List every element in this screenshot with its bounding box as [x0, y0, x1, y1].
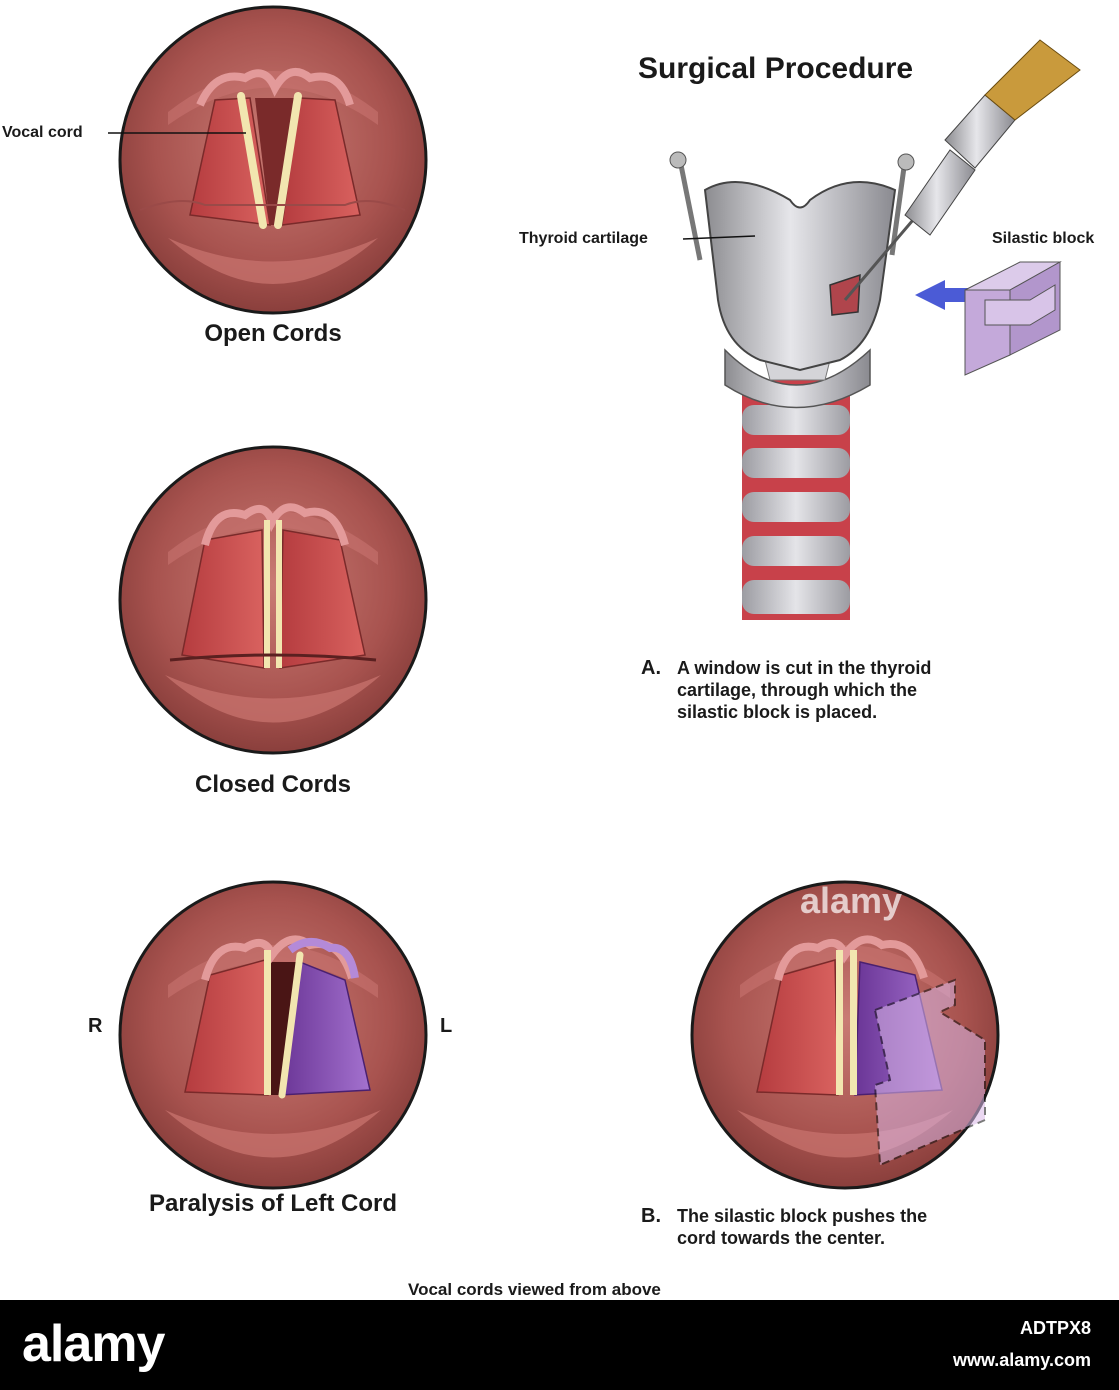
paralysis-diagram	[118, 880, 428, 1190]
note-a: A. A window is cut in the thyroid cartil…	[641, 657, 1001, 727]
surgical-drill	[843, 39, 1081, 301]
watermark-logo: alamy	[22, 1315, 165, 1373]
open-cords-caption: Open Cords	[204, 320, 342, 347]
watermark-overlay: alamy	[800, 880, 903, 921]
corrected-cords-diagram	[690, 880, 1000, 1190]
trachea	[742, 380, 850, 620]
silastic-block	[964, 261, 1062, 376]
watermark-url: www.alamy.com	[952, 1350, 1091, 1370]
larynx-diagram	[669, 39, 1081, 620]
left-side-label: L	[440, 1015, 453, 1037]
watermark-image-code: ADTPX8	[1019, 1318, 1091, 1338]
silastic-block-label: Silastic block	[992, 230, 1095, 247]
footer-caption: Vocal cords viewed from above	[408, 1280, 661, 1299]
procedure-title: Surgical Procedure	[638, 52, 914, 85]
note-b-text: The silastic block pushes the cord towar…	[677, 1206, 928, 1248]
paralysis-caption: Paralysis of Left Cord	[148, 1190, 398, 1217]
illustration	[108, 5, 1081, 1190]
closed-cords-diagram	[118, 445, 428, 755]
thyroid-cartilage-label: Thyroid cartilage	[519, 230, 648, 247]
note-b: B. The silastic block pushes the cord to…	[641, 1205, 1001, 1253]
note-a-text: A window is cut in the thyroid cartilage…	[677, 658, 932, 722]
right-side-label: R	[88, 1015, 103, 1037]
note-a-letter: A.	[641, 657, 661, 679]
vocal-cord-label: Vocal cord	[2, 124, 83, 141]
closed-cords-caption: Closed Cords	[194, 771, 352, 798]
note-b-letter: B.	[641, 1205, 661, 1227]
watermark-bar: alamy ADTPX8 www.alamy.com	[0, 1300, 1119, 1390]
open-cords-diagram	[108, 5, 428, 315]
